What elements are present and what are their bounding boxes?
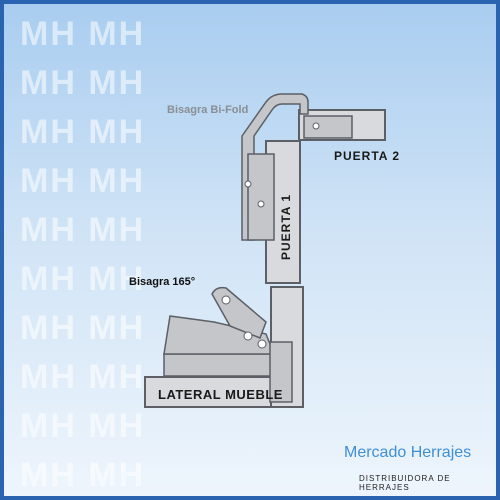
hinge-165-label: Bisagra 165° bbox=[129, 276, 196, 288]
watermark-row: MH MH bbox=[20, 358, 146, 396]
cabinet-side-label: LATERAL MUEBLE bbox=[158, 387, 283, 402]
watermark-row: MH MH bbox=[20, 260, 146, 298]
watermark-row: MH MH bbox=[20, 211, 146, 249]
door-1-label: PUERTA 1 bbox=[279, 194, 293, 261]
screw-icon bbox=[257, 200, 265, 208]
bifold-hinge-label: Bisagra Bi-Fold bbox=[167, 104, 249, 116]
door-2-label: PUERTA 2 bbox=[334, 149, 401, 163]
watermark-row: MH MH bbox=[20, 162, 146, 200]
watermark-row: MH MH bbox=[20, 407, 146, 445]
brand-name: Mercado Herrajes bbox=[344, 444, 472, 461]
bifold-hinge-cup bbox=[247, 153, 275, 241]
brand-tagline: DISTRIBUIDORA DE HERRAJES bbox=[359, 474, 451, 492]
watermark-row: MH MH bbox=[20, 15, 146, 53]
hinge-165-mount bbox=[269, 341, 293, 403]
watermark: MH MH MH MH MH MH MH MH MH MH MH MH MH M… bbox=[20, 10, 146, 496]
watermark-row: MH MH bbox=[20, 113, 146, 151]
hinge-165-base bbox=[163, 353, 285, 377]
screw-icon bbox=[244, 180, 252, 188]
bifold-hinge-plate bbox=[303, 115, 353, 139]
screw-icon bbox=[221, 295, 231, 305]
hinge-diagram bbox=[144, 93, 386, 408]
watermark-row: MH MH bbox=[20, 309, 146, 347]
screw-icon bbox=[243, 331, 253, 341]
screw-icon bbox=[257, 339, 267, 349]
watermark-row: MH MH bbox=[20, 64, 146, 102]
screw-icon bbox=[312, 122, 320, 130]
watermark-row: MH MH bbox=[20, 456, 146, 494]
